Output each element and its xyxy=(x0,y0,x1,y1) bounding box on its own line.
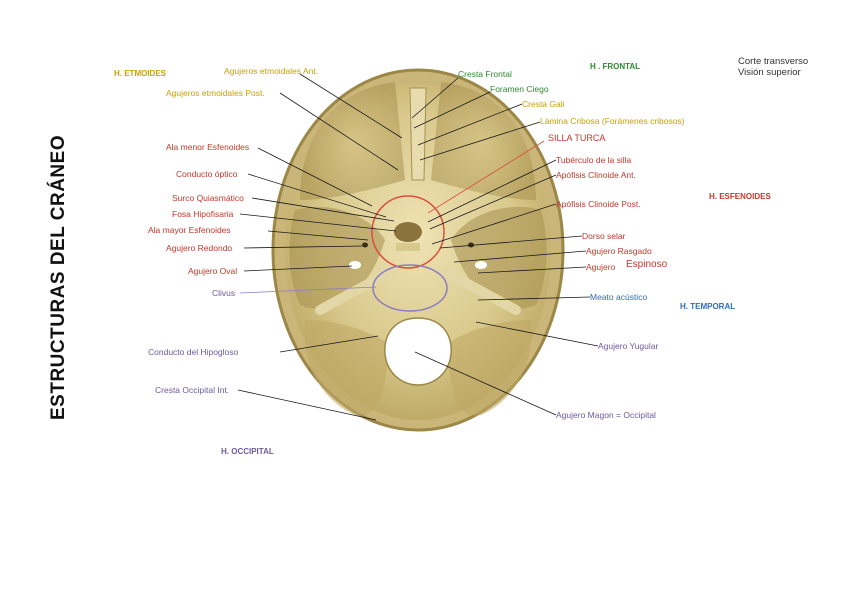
anterior-fossa-left xyxy=(300,82,405,200)
bone-label-frontal: H . FRONTAL xyxy=(590,62,641,71)
leader-meato xyxy=(477,296,591,301)
label-conducto-hipogloso: Conducto del Hipogloso xyxy=(148,347,239,357)
sella-turcica-highlight xyxy=(371,195,445,269)
label-agujero-rasgado: Agujero Rasgado xyxy=(586,246,652,256)
leader-tuberculo xyxy=(427,159,557,223)
bone-label-esfenoides: H. ESFENOIDES xyxy=(709,192,771,201)
label-apofisis-clinoide-ant: Apófisis Clinoide Ant. xyxy=(556,170,636,180)
leader-cresta-frontal xyxy=(411,77,459,119)
anterior-fossa-right xyxy=(431,82,536,200)
foramen-magnum xyxy=(384,317,452,386)
leader-foramen-ciego xyxy=(413,91,491,129)
leader-ala-menor xyxy=(257,147,373,207)
label-dorso-selar: Dorso selar xyxy=(582,231,626,241)
leader-ag-yugular xyxy=(475,321,599,347)
leader-cresta-gali xyxy=(417,103,523,146)
label-ala-menor: Ala menor Esfenoides xyxy=(166,142,250,152)
leader-clinoide-ant xyxy=(429,174,557,230)
view-note-line2: Visión superior xyxy=(738,67,801,78)
posterior-fossa-left xyxy=(304,320,390,416)
label-silla-turca: SILLA TURCA xyxy=(548,133,606,143)
label-meato-acustico: Meato acústico xyxy=(590,292,648,302)
label-agujero-oval: Agujero Oval xyxy=(188,266,238,276)
crista-galli-ridge xyxy=(409,87,427,181)
label-conducto-optico: Conducto óptico xyxy=(176,169,238,179)
label-agujeros-etmoidales-ant: Agujeros etmoidales Ant. xyxy=(224,66,319,76)
posterior-fossa-right xyxy=(446,320,532,416)
label-clivus: Clivus xyxy=(212,288,236,298)
label-agujero-magno: Agujero Magon = Occipital xyxy=(556,410,656,420)
leader-dorso-selar xyxy=(439,235,583,249)
label-cresta-occipital-int: Cresta Occipital Int. xyxy=(155,385,230,395)
label-fosa-hipofisaria: Fosa Hipofisaria xyxy=(172,209,234,219)
label-agujero-espinoso-a: Agujero xyxy=(586,262,616,272)
leader-cresta-occ xyxy=(237,389,377,421)
label-surco-quiasmatico: Surco Quiasmático xyxy=(172,193,244,203)
foramen-rotundum-left xyxy=(362,242,368,248)
leader-lines xyxy=(237,73,599,421)
leader-clivus xyxy=(239,286,377,294)
label-lamina-cribosa: Lámina Cribosa (Forámenes cribosos) xyxy=(540,116,685,126)
label-foramen-ciego: Foramen Ciego xyxy=(490,84,549,94)
leader-ag-magno xyxy=(414,351,557,416)
leader-ag-espinoso xyxy=(477,266,587,274)
bone-label-temporal: H. TEMPORAL xyxy=(680,302,736,311)
leader-conducto-hipog xyxy=(279,335,379,353)
leader-clinoide-post xyxy=(431,203,557,245)
bone-label-etmoides: H. ETMOIDES xyxy=(114,69,167,78)
leader-lamina-cribosa xyxy=(419,121,541,161)
dorsum-sellae xyxy=(396,243,420,251)
leader-ag-oval xyxy=(243,265,353,272)
leader-ag-etm-ant xyxy=(299,73,403,139)
foramen-ovale-left xyxy=(349,261,361,269)
leader-ag-rasgado xyxy=(453,250,587,263)
label-agujeros-etmoidales-post: Agujeros etmoidales Post. xyxy=(166,88,265,98)
foramen-ovale-right xyxy=(475,261,487,269)
leader-ag-redondo xyxy=(243,245,363,249)
label-cresta-frontal: Cresta Frontal xyxy=(458,69,512,79)
leader-surco-quiasm xyxy=(251,197,395,222)
leader-ag-etm-post xyxy=(279,92,399,171)
leader-fosa-hipof xyxy=(239,213,397,232)
leader-silla-turca xyxy=(427,140,545,214)
clivus-highlight xyxy=(372,264,448,312)
label-cresta-gali: Cresta Gali xyxy=(522,99,565,109)
label-agujero-yugular: Agujero Yugular xyxy=(598,341,659,351)
petrous-ridge-left xyxy=(315,267,395,315)
view-note: Corte transverso Visión superior xyxy=(738,56,808,78)
label-ala-mayor: Ala mayor Esfenoides xyxy=(148,225,231,235)
leader-conducto-optico xyxy=(247,173,387,218)
view-note-line1: Corte transverso xyxy=(738,56,809,67)
petrous-ridge-right xyxy=(441,267,521,315)
sella-fossa xyxy=(394,222,422,242)
label-tuberculo-silla: Tubérculo de la silla xyxy=(556,155,632,165)
label-apofisis-clinoide-post: Apófisis Clinoide Post. xyxy=(556,199,641,209)
label-agujero-espinoso-b: Espinoso xyxy=(626,259,668,270)
bone-label-occipital: H. OCCIPITAL xyxy=(221,447,274,456)
label-agujero-redondo: Agujero Redondo xyxy=(166,243,233,253)
leader-ala-mayor xyxy=(267,230,369,241)
